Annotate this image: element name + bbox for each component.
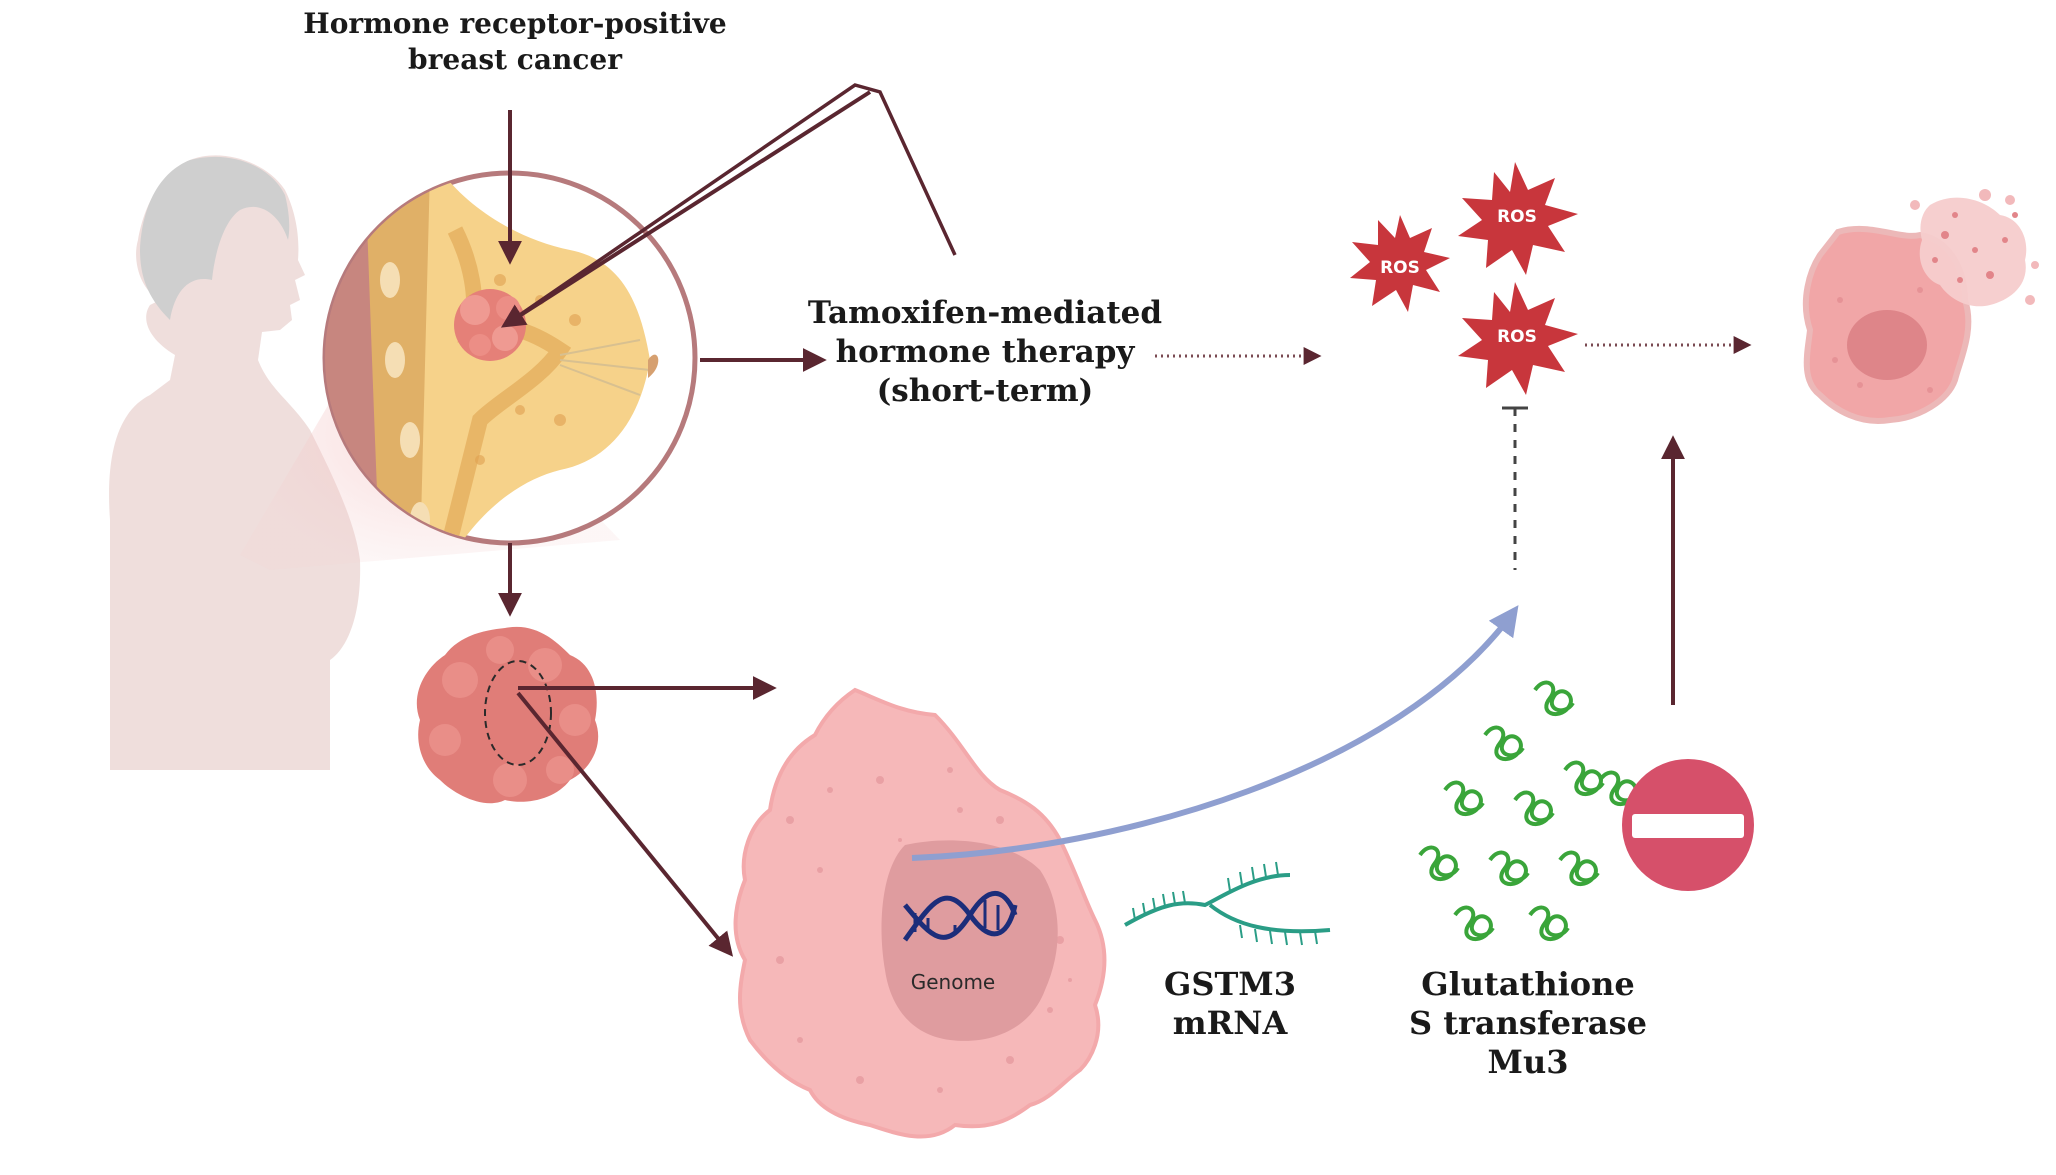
- ros-text-3: ROS: [1497, 327, 1537, 347]
- tumor-icon: [416, 626, 599, 804]
- nucleus: [881, 840, 1058, 1041]
- therapy-label-line1: Tamoxifen-mediated: [808, 295, 1162, 331]
- arrow-line-to-tumor: [504, 83, 957, 327]
- enzyme-label-line1: Glutathione: [1421, 965, 1634, 1003]
- person-silhouette-icon: [109, 155, 361, 771]
- hormone-label-line2: breast cancer: [408, 43, 623, 76]
- ros-burst-icon: ROS: [1458, 162, 1578, 275]
- cancer-cell-icon: [733, 687, 1107, 1139]
- gstm3-label-line1: GSTM3: [1164, 965, 1296, 1003]
- therapy-label-line3: (short-term): [877, 373, 1094, 409]
- mrna-icon: [1124, 861, 1331, 946]
- breast-cross-section-icon: [322, 170, 698, 546]
- arrow-tumor-to-cell: [516, 691, 734, 957]
- enzyme-label-line3: Mu3: [1488, 1043, 1569, 1081]
- ros-text-2: ROS: [1497, 207, 1537, 227]
- ros-burst-icon: ROS: [1458, 282, 1578, 395]
- dna-icon: [902, 890, 1018, 942]
- ros-burst-icon: ROS: [1350, 215, 1450, 312]
- inhibition-icon: [1622, 759, 1754, 891]
- protein-icon: [1418, 680, 1640, 942]
- dying-cell-icon: [1802, 189, 2039, 424]
- therapy-label-line2: hormone therapy: [836, 334, 1136, 370]
- gstm3-label-line2: mRNA: [1173, 1004, 1289, 1042]
- arrow-to-tumor-head: [500, 90, 872, 328]
- genome-label: Genome: [911, 970, 996, 994]
- hormone-label-line1: Hormone receptor-positive: [303, 7, 726, 40]
- breast-tumor-icon: [454, 289, 526, 361]
- enzyme-label-line2: S transferase: [1409, 1004, 1647, 1042]
- ros-text-1: ROS: [1380, 258, 1420, 278]
- upregulation-arrow: [911, 605, 1519, 861]
